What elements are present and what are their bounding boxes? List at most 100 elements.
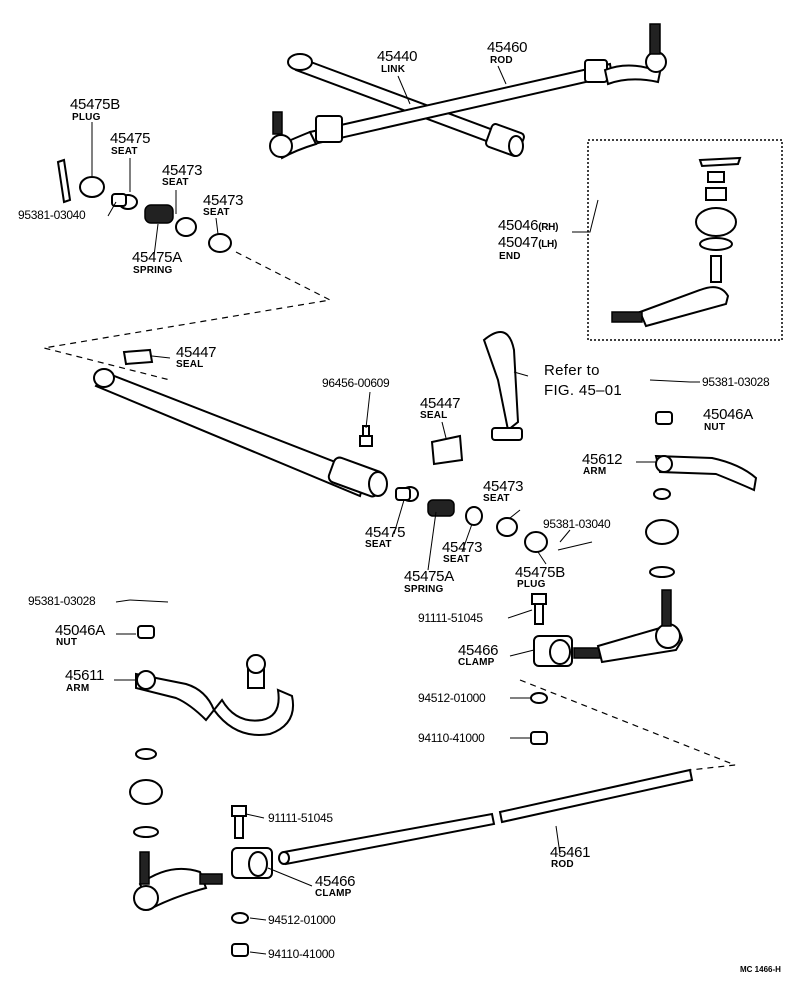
tie-rod-end-right: [573, 589, 684, 664]
clamp-45466-right: [533, 635, 573, 667]
label-plug-name-mid: PLUG: [517, 579, 546, 590]
label-bolt-91111-51045-mid: 91111-51045: [418, 611, 483, 625]
seat-45473-mid: [496, 517, 518, 537]
right-stack: [645, 488, 679, 578]
pin-95381-03028-left: [129, 599, 169, 603]
label-nut-94512-01000-bottom: 94512-01000: [268, 913, 336, 927]
label-clamp-name-bottom: CLAMP: [315, 888, 352, 899]
arm-45611: [135, 654, 294, 736]
end-45046-45047: [611, 156, 742, 328]
label-seat-name-mid2: SEAT: [443, 554, 470, 565]
nut-94512-01000-mid: [530, 692, 548, 704]
label-fitting-96456-00609: 96456-00609: [322, 376, 390, 390]
label-bolt-95381-03040-top: 95381-03040: [18, 208, 86, 222]
label-rod-45460: 45460: [487, 39, 528, 56]
label-arm-name-45611: ARM: [66, 683, 90, 694]
label-bolt-95381-03040-mid: 95381-03040: [543, 517, 611, 531]
label-plug-45475B-mid: 45475B: [515, 564, 565, 581]
seal-45447-mid: [430, 434, 464, 466]
label-refer-line1: Refer to: [544, 362, 600, 379]
figure-code: MC 1466-H: [740, 965, 781, 974]
label-end-45047: 45047(LH): [498, 234, 558, 251]
label-arm-name-45612: ARM: [583, 466, 607, 477]
seat-45473-mid2: [465, 506, 483, 526]
label-nut-94512-01000-mid: 94512-01000: [418, 691, 486, 705]
label-clamp-45466-right: 45466: [458, 642, 499, 659]
fitting-96456-00609: [359, 425, 373, 447]
seat-45473-b: [208, 233, 232, 253]
label-arm-45612: 45612: [582, 451, 623, 468]
label-seat-45475-top: 45475: [110, 130, 151, 147]
label-seal-name-mid: SEAL: [420, 410, 448, 421]
seat-45475-mid: [395, 486, 419, 502]
pin-95381-03040-mid: [557, 541, 593, 551]
label-seat-name-a: SEAT: [162, 177, 189, 188]
label-rod-45461: 45461: [550, 844, 591, 861]
label-seat-45475-mid: 45475: [365, 524, 406, 541]
label-seat-45473-a: 45473: [162, 162, 203, 179]
rod-45461: [278, 768, 694, 866]
label-nut-94110-41000-mid: 94110-41000: [418, 731, 485, 745]
nut-94110-41000-bottom: [231, 943, 249, 957]
bolt-95381-03040-top: [56, 158, 72, 204]
label-clamp-45466-bottom: 45466: [315, 873, 356, 890]
arm-45612: [654, 454, 758, 492]
label-seat-name-mid: SEAT: [483, 493, 510, 504]
leader-lines: [91, 65, 700, 955]
plug-45475B-top: [79, 176, 105, 198]
label-pin-95381-03028-right: 95381-03028: [702, 375, 770, 389]
label-link-45440: 45440: [377, 48, 418, 65]
label-seal-45447-mid: 45447: [420, 395, 461, 412]
label-spring-name-mid: SPRING: [404, 584, 444, 595]
left-stack: [129, 748, 163, 838]
tie-rod-end-left: [133, 851, 223, 911]
label-bolt-91111-51045-bottom: 91111-51045: [268, 811, 333, 825]
clamp-45466-bottom: [231, 847, 273, 879]
nut-94512-01000-bottom: [231, 912, 249, 924]
pin-95381-03028-right: [649, 379, 691, 383]
label-nut-45046A-left: 45046A: [55, 622, 105, 639]
label-seat-45473-mid2: 45473: [442, 539, 483, 556]
label-rod-name: ROD: [490, 55, 513, 66]
plug-45475B-mid: [524, 531, 548, 553]
end-detail-box: [587, 139, 783, 341]
label-nut-45046A-right: 45046A: [703, 406, 753, 423]
label-spring-name-top: SPRING: [133, 265, 173, 276]
label-nut-94110-41000-bottom: 94110-41000: [268, 947, 335, 961]
label-spring-45475A-mid: 45475A: [404, 568, 454, 585]
pitman-arm: [482, 331, 523, 441]
label-end-45046: 45046(RH): [498, 217, 559, 234]
label-clamp-name-right: CLAMP: [458, 657, 495, 668]
label-seat-name-b: SEAT: [203, 207, 230, 218]
seat-45475-top: [111, 193, 138, 210]
label-refer-line2: FIG. 45–01: [544, 382, 623, 399]
bolt-91111-51045-bottom: [231, 805, 247, 839]
nut-45046A-right: [655, 411, 673, 425]
label-plug-name-top: PLUG: [72, 112, 101, 123]
label-arm-45611: 45611: [65, 667, 105, 684]
spring-45475A-mid: [427, 499, 455, 517]
seal-45447-top: [122, 348, 154, 366]
label-seat-name-45475-top: SEAT: [111, 146, 138, 157]
label-seat-45473-mid: 45473: [483, 478, 524, 495]
seat-45473-a: [175, 217, 197, 237]
bolt-91111-51045-mid: [531, 593, 547, 625]
label-pin-95381-03028-left: 95381-03028: [28, 594, 96, 608]
rod-45460: [269, 23, 667, 160]
label-seal-name-top: SEAL: [176, 359, 204, 370]
nut-94110-41000-mid: [530, 731, 548, 745]
label-nut-name-left: NUT: [56, 637, 78, 648]
label-seat-name-45475-mid: SEAT: [365, 539, 392, 550]
center-rod: [93, 368, 388, 498]
label-plug-45475B-top: 45475B: [70, 96, 120, 113]
label-spring-45475A-top: 45475A: [132, 249, 182, 266]
label-nut-name-right: NUT: [704, 422, 726, 433]
label-link-name: LINK: [381, 64, 406, 75]
label-end-name: END: [499, 251, 521, 262]
label-seal-45447-top: 45447: [176, 344, 217, 361]
spring-45475A-top: [144, 204, 174, 224]
nut-45046A-left: [137, 625, 155, 639]
label-seat-45473-b: 45473: [203, 192, 244, 209]
label-rod-name-45461: ROD: [551, 859, 574, 870]
